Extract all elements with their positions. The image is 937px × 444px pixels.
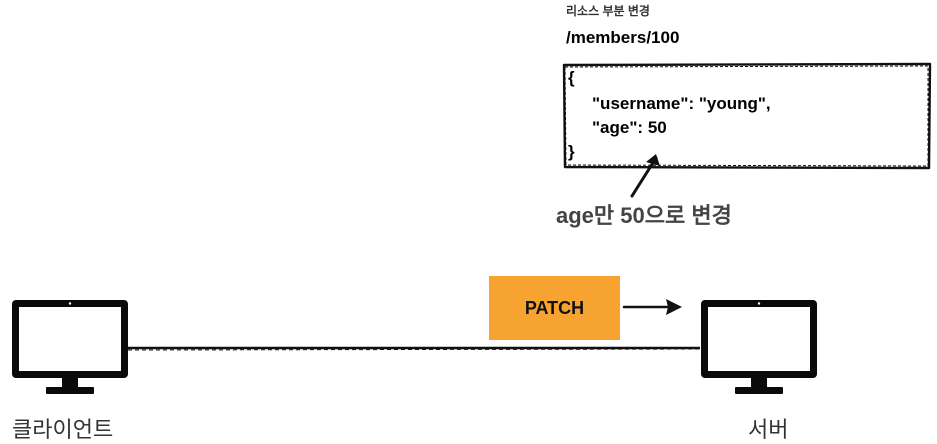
resource-caption: 리소스 부분 변경 bbox=[566, 4, 650, 18]
method-label: PATCH bbox=[524, 297, 585, 318]
resource-path: /members/100 bbox=[566, 28, 680, 47]
json-close-brace: } bbox=[568, 142, 575, 161]
json-age-key: "age": bbox=[592, 118, 648, 137]
request-arrow bbox=[622, 299, 682, 315]
client-monitor-icon bbox=[12, 300, 128, 394]
json-age-line: "age": 50 bbox=[592, 118, 667, 138]
method-box: PATCH bbox=[489, 276, 620, 340]
server-label: 서버 bbox=[748, 417, 789, 442]
json-age-value: 50 bbox=[647, 118, 667, 137]
json-open-brace: { bbox=[568, 68, 575, 87]
json-username-line: "username": "young", bbox=[592, 94, 771, 113]
json-body-box: { "username": "young", "age": 50 } bbox=[562, 62, 932, 170]
annotation-arrow bbox=[630, 154, 660, 198]
annotation-text: age만 50으로 변경 bbox=[556, 203, 732, 228]
json-box-border bbox=[562, 62, 932, 170]
client-label: 클라이언트 bbox=[12, 417, 114, 442]
server-monitor-icon bbox=[701, 300, 817, 394]
